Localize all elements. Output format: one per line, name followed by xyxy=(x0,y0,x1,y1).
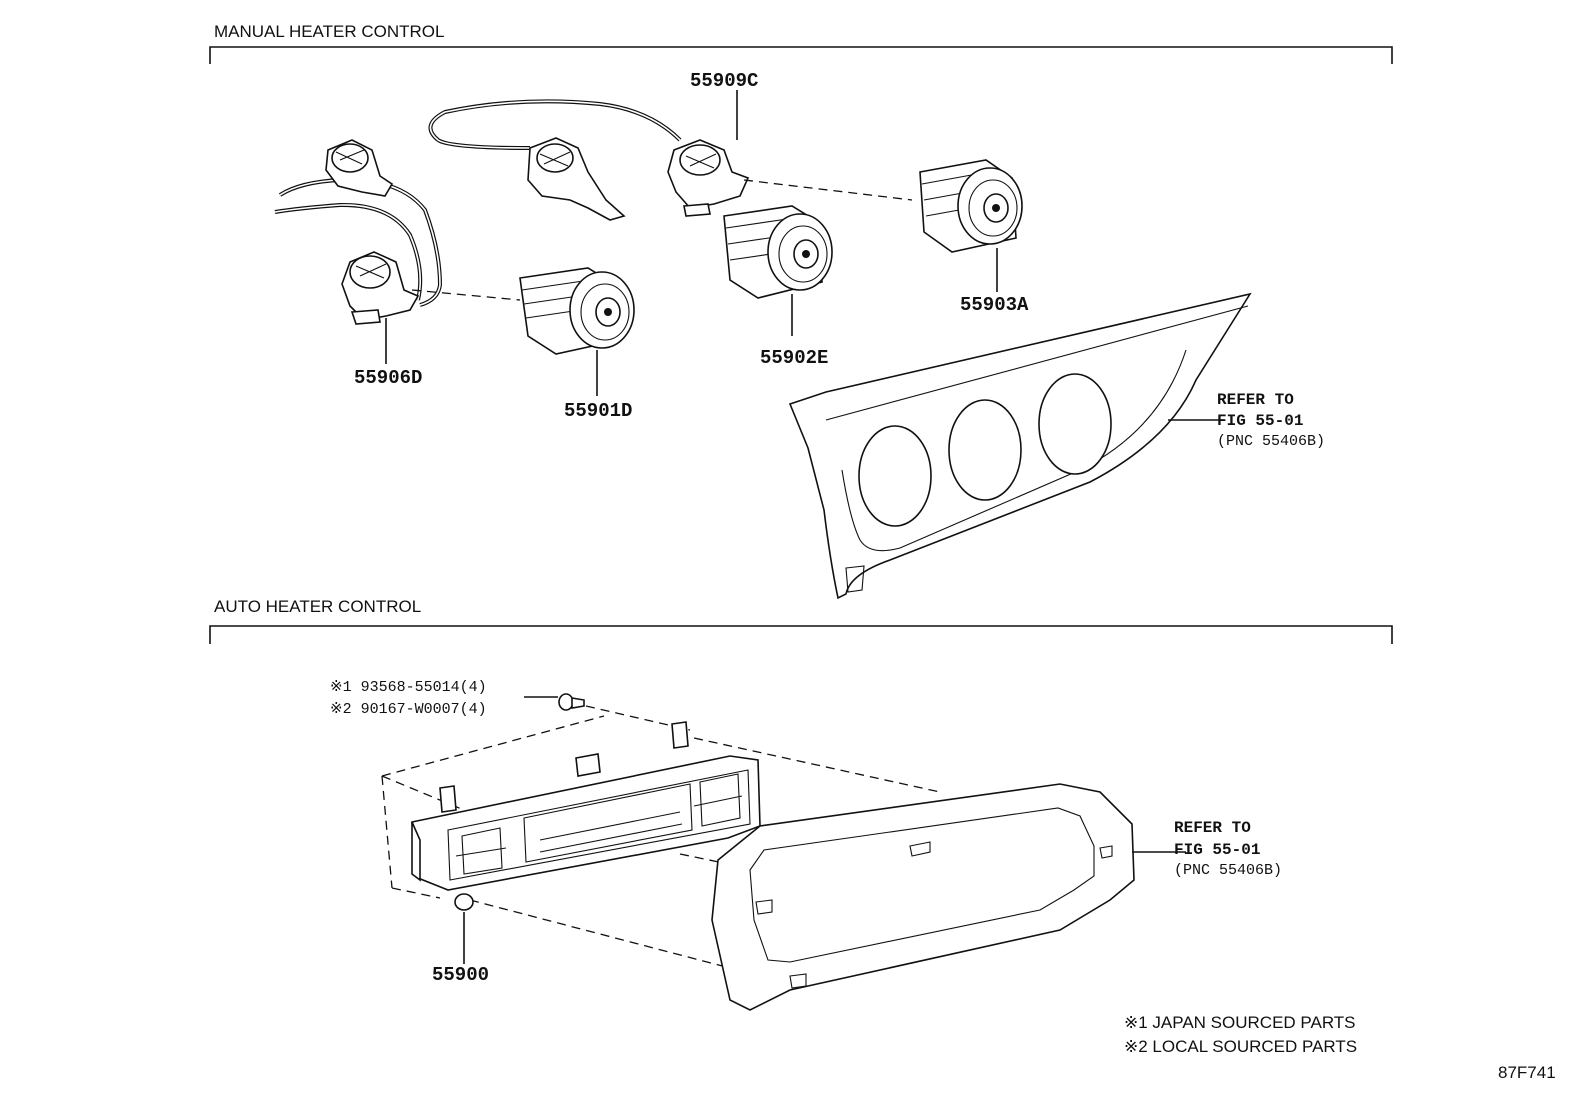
screw-label-japan: ※1 93568-55014(4) xyxy=(330,679,487,696)
part-label-55901d: 55901D xyxy=(564,400,632,422)
figure-id: 87F741 xyxy=(1498,1063,1556,1082)
manual-ref-line1: REFER TO xyxy=(1217,391,1294,409)
manual-section-title: MANUAL HEATER CONTROL xyxy=(214,22,444,41)
manual-ref-line3: (PNC 55406B) xyxy=(1217,433,1325,450)
auto-dash-top xyxy=(381,715,605,777)
auto-ref-line3: (PNC 55406B) xyxy=(1174,862,1282,879)
auto-dash-to-bezel-top xyxy=(693,737,941,793)
auto-dash-to-bezel-bottom xyxy=(469,899,731,969)
auto-ref-line2: FIG 55-01 xyxy=(1174,841,1260,859)
knob-switch-55903a xyxy=(919,159,1023,253)
knob-switch-55902e xyxy=(723,205,833,299)
cable-assembly-55909c xyxy=(428,99,750,221)
manual-ref-line2: FIG 55-01 xyxy=(1217,412,1303,430)
auto-dash-bottom xyxy=(391,887,441,899)
auto-ref-line1: REFER TO xyxy=(1174,819,1251,837)
part-label-55903a: 55903A xyxy=(960,294,1029,316)
part-label-55909c: 55909C xyxy=(690,70,758,92)
note-local-sourced: ※2 LOCAL SOURCED PARTS xyxy=(1124,1037,1357,1056)
screw xyxy=(558,693,585,711)
knob-switch-55901d xyxy=(519,267,635,355)
manual-dash-line-2 xyxy=(743,179,913,201)
part-label-55900: 55900 xyxy=(432,964,489,986)
screw-dash xyxy=(585,705,691,731)
manual-dash-line-1 xyxy=(411,289,521,301)
manual-heater-panel xyxy=(788,292,1252,600)
auto-section-bracket xyxy=(209,625,1393,644)
auto-heater-bezel xyxy=(711,783,1135,1011)
cable-assembly-55906d xyxy=(274,139,443,325)
note-japan-sourced: ※1 JAPAN SOURCED PARTS xyxy=(1124,1013,1356,1032)
part-label-55902e: 55902E xyxy=(760,347,828,369)
auto-section-title: AUTO HEATER CONTROL xyxy=(214,597,421,616)
auto-dash-left xyxy=(381,775,393,889)
auto-control-unit-55900 xyxy=(411,721,761,911)
manual-section-bracket xyxy=(209,46,1393,64)
part-label-55906d: 55906D xyxy=(354,367,422,389)
screw-label-local: ※2 90167-W0007(4) xyxy=(330,701,487,718)
